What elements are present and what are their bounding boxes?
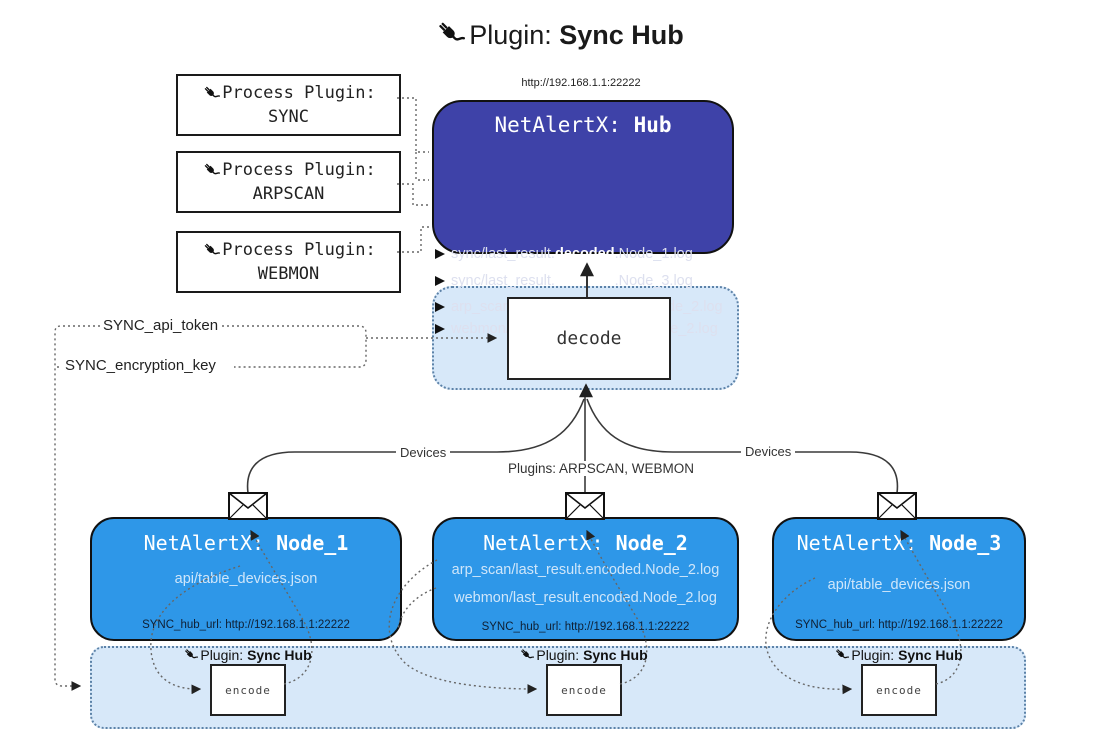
node-file: arp_scan/last_result.encoded.Node_2.log	[451, 562, 720, 578]
encode-box: encode	[546, 664, 622, 716]
row-arrow-icon	[435, 249, 445, 259]
process-plugin-label: Process Plugin:	[222, 160, 376, 180]
plug-icon	[433, 18, 466, 50]
node-title: NetAlertX: Node_1	[143, 531, 349, 555]
node-hub-url: SYNC_hub_url: http://192.168.1.1:22222	[795, 619, 1003, 631]
conn-sync-to-hub	[397, 97, 429, 153]
process-plugin-sync: Process Plugin: SYNC	[176, 74, 401, 136]
conn-sync-to-hub-2	[415, 152, 429, 181]
edge-label-devices-right: Devices	[741, 444, 796, 459]
decode-box: decode	[507, 297, 671, 380]
row-arrow-icon	[435, 302, 445, 312]
process-plugin-label: Process Plugin:	[222, 240, 376, 260]
node-hub-url: SYNC_hub_url: http://192.168.1.1:22222	[481, 621, 690, 633]
title-bold: Sync Hub	[559, 20, 684, 50]
plug-icon	[182, 647, 199, 663]
encode-box: encode	[861, 664, 937, 716]
encode-box: encode	[210, 664, 286, 716]
plug-icon	[201, 161, 221, 180]
edge-label-plugins: Plugins: ARPSCAN, WEBMON	[504, 461, 699, 476]
conn-token-bracket	[222, 325, 367, 368]
sync-encryption-key-label: SYNC_encryption_key	[62, 357, 219, 374]
plug-icon	[201, 241, 221, 260]
sync-hub-group-label: Plugin: Sync Hub	[167, 647, 327, 663]
node-file: api/table_devices.json	[174, 571, 318, 587]
conn-secrets-rail	[54, 325, 100, 691]
node-file: api/table_devices.json	[827, 577, 971, 593]
process-plugin-name: WEBMON	[257, 264, 320, 284]
node-file: webmon/last_result.encoded.Node_2.log	[454, 590, 717, 606]
node-2-box: NetAlertX: Node_2 arp_scan/last_result.e…	[432, 517, 739, 641]
process-plugin-webmon: Process Plugin: WEBMON	[176, 231, 401, 293]
node-3-box: NetAlertX: Node_3 api/table_devices.json…	[772, 517, 1026, 641]
loop-node2-stub	[397, 587, 437, 631]
hub-title-bold: Hub	[633, 113, 672, 137]
hub-url-label: http://192.168.1.1:22222	[521, 77, 641, 89]
hub-log-row: sync/last_result.decoded.Node_3.log	[434, 273, 732, 289]
conn-arpscan-to-hub	[397, 183, 429, 206]
process-plugin-name: SYNC	[268, 107, 309, 127]
sync-hub-group-label: Plugin: Sync Hub	[818, 647, 978, 663]
envelope-icon	[877, 492, 917, 520]
envelope-icon	[565, 492, 605, 520]
row-arrow-icon	[435, 276, 445, 286]
hub-log-row: sync/last_result.decoded.Node_1.log	[434, 246, 732, 262]
plug-icon	[833, 647, 850, 663]
node-title: NetAlertX: Node_3	[796, 531, 1002, 555]
hub-title-prefix: NetAlertX:	[494, 113, 634, 137]
hub-box: NetAlertX: Hub sync/last_result.decoded.…	[432, 100, 734, 337]
sync-hub-group-label: Plugin: Sync Hub	[503, 647, 663, 663]
hub-title: NetAlertX: Hub	[434, 113, 732, 137]
row-arrow-icon	[435, 324, 445, 334]
process-plugin-arpscan: Process Plugin: ARPSCAN	[176, 151, 401, 213]
plug-icon	[201, 84, 221, 103]
node-1-box: NetAlertX: Node_1 api/table_devices.json…	[90, 517, 402, 641]
envelope-icon	[228, 492, 268, 520]
edge-label-devices-left: Devices	[396, 445, 451, 460]
title-prefix: Plugin:	[469, 20, 560, 50]
node-hub-url: SYNC_hub_url: http://192.168.1.1:22222	[142, 619, 350, 631]
plug-icon	[518, 647, 535, 663]
diagram-title: Plugin: Sync Hub	[0, 18, 1117, 51]
process-plugin-name: ARPSCAN	[252, 184, 325, 204]
process-plugin-label: Process Plugin:	[222, 83, 376, 103]
node-title: NetAlertX: Node_2	[483, 531, 688, 555]
conn-webmon-to-hub	[397, 226, 429, 253]
sync-api-token-label: SYNC_api_token	[100, 317, 222, 334]
